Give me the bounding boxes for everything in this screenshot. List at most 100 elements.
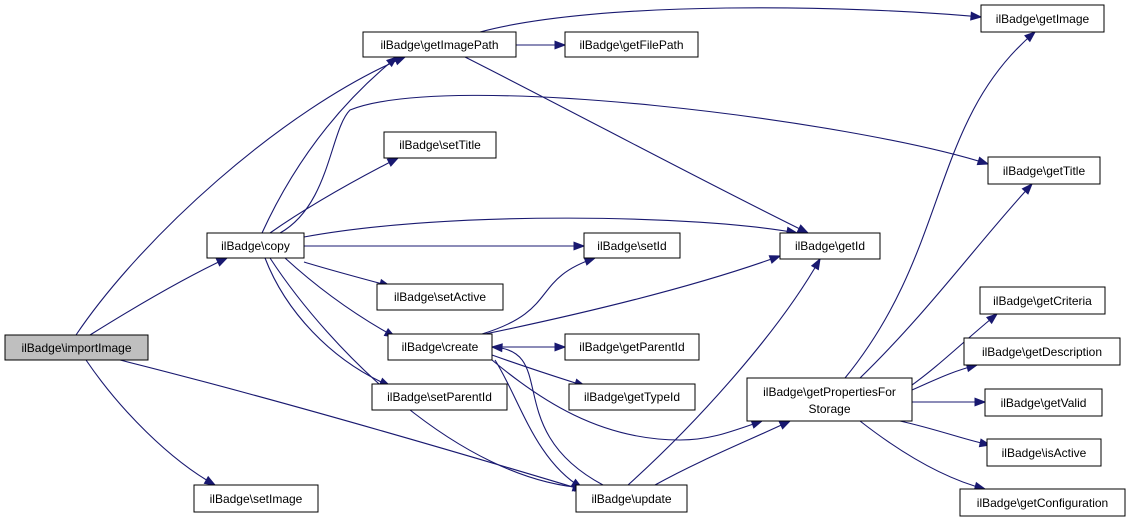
call-nodes: ilBadge\importImage ilBadge\getImagePath… [4,4,1126,517]
arrow-head-icon [1024,31,1037,43]
arrow-head-icon [970,11,983,21]
node-label-line1: ilBadge\getPropertiesFor [763,385,896,399]
arrow-head-icon [554,40,567,50]
edge-line [284,257,396,338]
edge-getImagePath-to-getFilePath [516,40,567,50]
edge-getPropertiesForStorage-to-isActive [899,420,992,448]
node-isActive[interactable]: ilBadge\isActive [986,438,1102,467]
node-setTitle[interactable]: ilBadge\setTitle [383,131,497,159]
node-label: ilBadge\getConfiguration [977,496,1108,510]
arrow-head-icon [974,397,987,407]
node-setImage[interactable]: ilBadge\setImage [193,484,319,513]
edge-create-to-getId [484,255,782,335]
edge-line [279,94,989,234]
arrow-head-icon [386,56,399,68]
arrow-head-icon [750,420,764,429]
node-label: ilBadge\getFilePath [579,38,683,52]
node-getImagePath[interactable]: ilBadge\getImagePath [362,31,517,58]
edge-line [303,261,391,287]
edge-line [464,56,809,234]
node-setActive[interactable]: ilBadge\setActive [376,283,504,311]
edge-getPropertiesForStorage-to-getTitle [859,182,1033,379]
node-label: ilBadge\getImagePath [380,38,498,52]
arrow-head-icon [810,257,821,271]
arrow-head-icon [215,257,229,267]
edge-create-to-getParentId [492,342,567,352]
edge-line [481,257,596,335]
edge-line [89,257,228,336]
node-getDescription[interactable]: ilBadge\getDescription [963,337,1121,366]
node-importImage[interactable]: ilBadge\importImage [4,334,149,361]
edge-line [844,31,1036,379]
edge-line [484,255,781,335]
edge-line [269,157,399,234]
node-getPropertiesForStorage[interactable]: ilBadge\getPropertiesFor Storage [746,377,913,422]
node-label: ilBadge\setActive [394,290,486,304]
edge-line [494,359,583,489]
edge-getPropertiesForStorage-to-getImage [844,31,1037,379]
arrow-head-icon [386,157,400,167]
node-getConfiguration[interactable]: ilBadge\getConfiguration [959,488,1126,517]
node-label: ilBadge\getDescription [982,345,1102,359]
edge-line [75,56,406,336]
node-label: ilBadge\getId [795,239,865,253]
arrow-head-icon [554,342,567,352]
edge-importImage-to-setImage [85,359,217,486]
edge-update-to-getPropertiesForStorage [654,420,792,486]
edge-getPropertiesForStorage-to-getCriteria [911,313,999,386]
arrow-head-icon [976,156,990,166]
arrow-head-icon [986,313,999,325]
edge-create-to-getPropertiesForStorage [491,359,764,441]
edge-line [911,313,998,386]
arrow-head-icon [203,475,217,486]
edge-line [85,359,216,486]
node-setId[interactable]: ilBadge\setId [583,232,681,259]
edge-line [303,217,798,238]
node-label: ilBadge\isActive [1002,446,1087,460]
node-label-line2: Storage [808,402,850,416]
node-update[interactable]: ilBadge\update [575,484,688,513]
arrow-head-icon [796,224,810,234]
edge-line [627,258,821,486]
node-label: ilBadge\update [591,492,671,506]
edge-copy-to-setActive [303,261,392,288]
node-getFilePath[interactable]: ilBadge\getFilePath [564,31,699,58]
node-getCriteria[interactable]: ilBadge\getCriteria [979,286,1106,315]
arrow-head-icon [583,257,597,266]
node-label: ilBadge\getTitle [1003,164,1086,178]
arrow-head-icon [778,420,792,430]
edge-line [899,420,991,446]
arrow-head-icon [490,343,503,353]
node-create[interactable]: ilBadge\create [387,333,493,361]
node-getParentId[interactable]: ilBadge\getParentId [564,333,700,361]
arrow-head-icon [1021,182,1033,195]
node-label: ilBadge\create [402,340,479,354]
node-label: ilBadge\copy [221,239,290,253]
node-copy[interactable]: ilBadge\copy [206,232,305,259]
node-label: ilBadge\getValid [1001,396,1087,410]
edge-copy-to-getTitle [279,94,990,234]
node-getTitle[interactable]: ilBadge\getTitle [987,156,1101,185]
edge-getPropertiesForStorage-to-getDescription [911,363,979,391]
node-label: ilBadge\setTitle [399,138,481,152]
node-label: ilBadge\getImage [996,12,1090,26]
node-label: ilBadge\setParentId [387,390,492,404]
edge-line [654,420,791,486]
node-label: ilBadge\setImage [210,492,303,506]
node-getValid[interactable]: ilBadge\getValid [984,388,1103,417]
edge-importImage-to-getImagePath [75,56,407,336]
edge-getPropertiesForStorage-to-getValid [912,397,987,407]
node-getTypeId[interactable]: ilBadge\getTypeId [568,383,696,411]
edge-getImagePath-to-getImage [479,7,983,33]
node-getId[interactable]: ilBadge\getId [779,232,881,260]
edge-importImage-to-copy [89,257,229,336]
edge-update-to-getId [627,257,821,486]
edge-getImagePath-to-getId [464,56,810,234]
edge-line [479,7,982,33]
edge-line [491,346,604,486]
edge-line [261,56,398,234]
edge-copy-to-setTitle [269,157,400,234]
node-setParentId[interactable]: ilBadge\setParentId [371,383,508,411]
node-getImage[interactable]: ilBadge\getImage [980,4,1105,33]
edge-line [119,359,584,491]
